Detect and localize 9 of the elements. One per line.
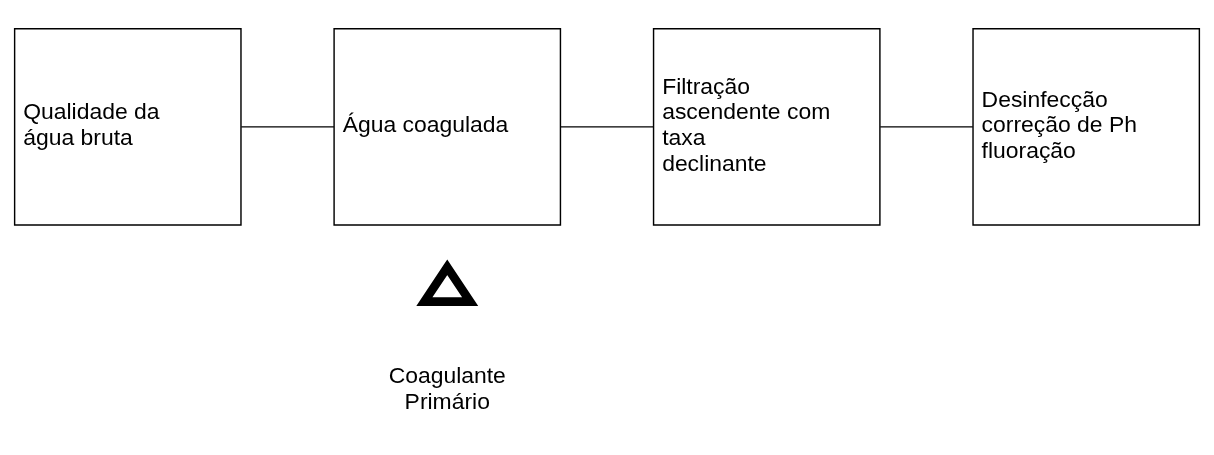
node-label: Coagulante Primário <box>388 362 506 414</box>
connector <box>560 126 655 128</box>
node-box: Filtração ascendente com taxa declinante <box>652 28 881 226</box>
node-box: Qualidade da água bruta <box>13 28 242 226</box>
node-box: Água coagulada <box>333 28 562 226</box>
connector <box>240 126 335 128</box>
node-triangle <box>416 259 479 306</box>
node-box: Desinfecção correção de Ph fluoração <box>972 28 1201 226</box>
connector <box>879 126 974 128</box>
